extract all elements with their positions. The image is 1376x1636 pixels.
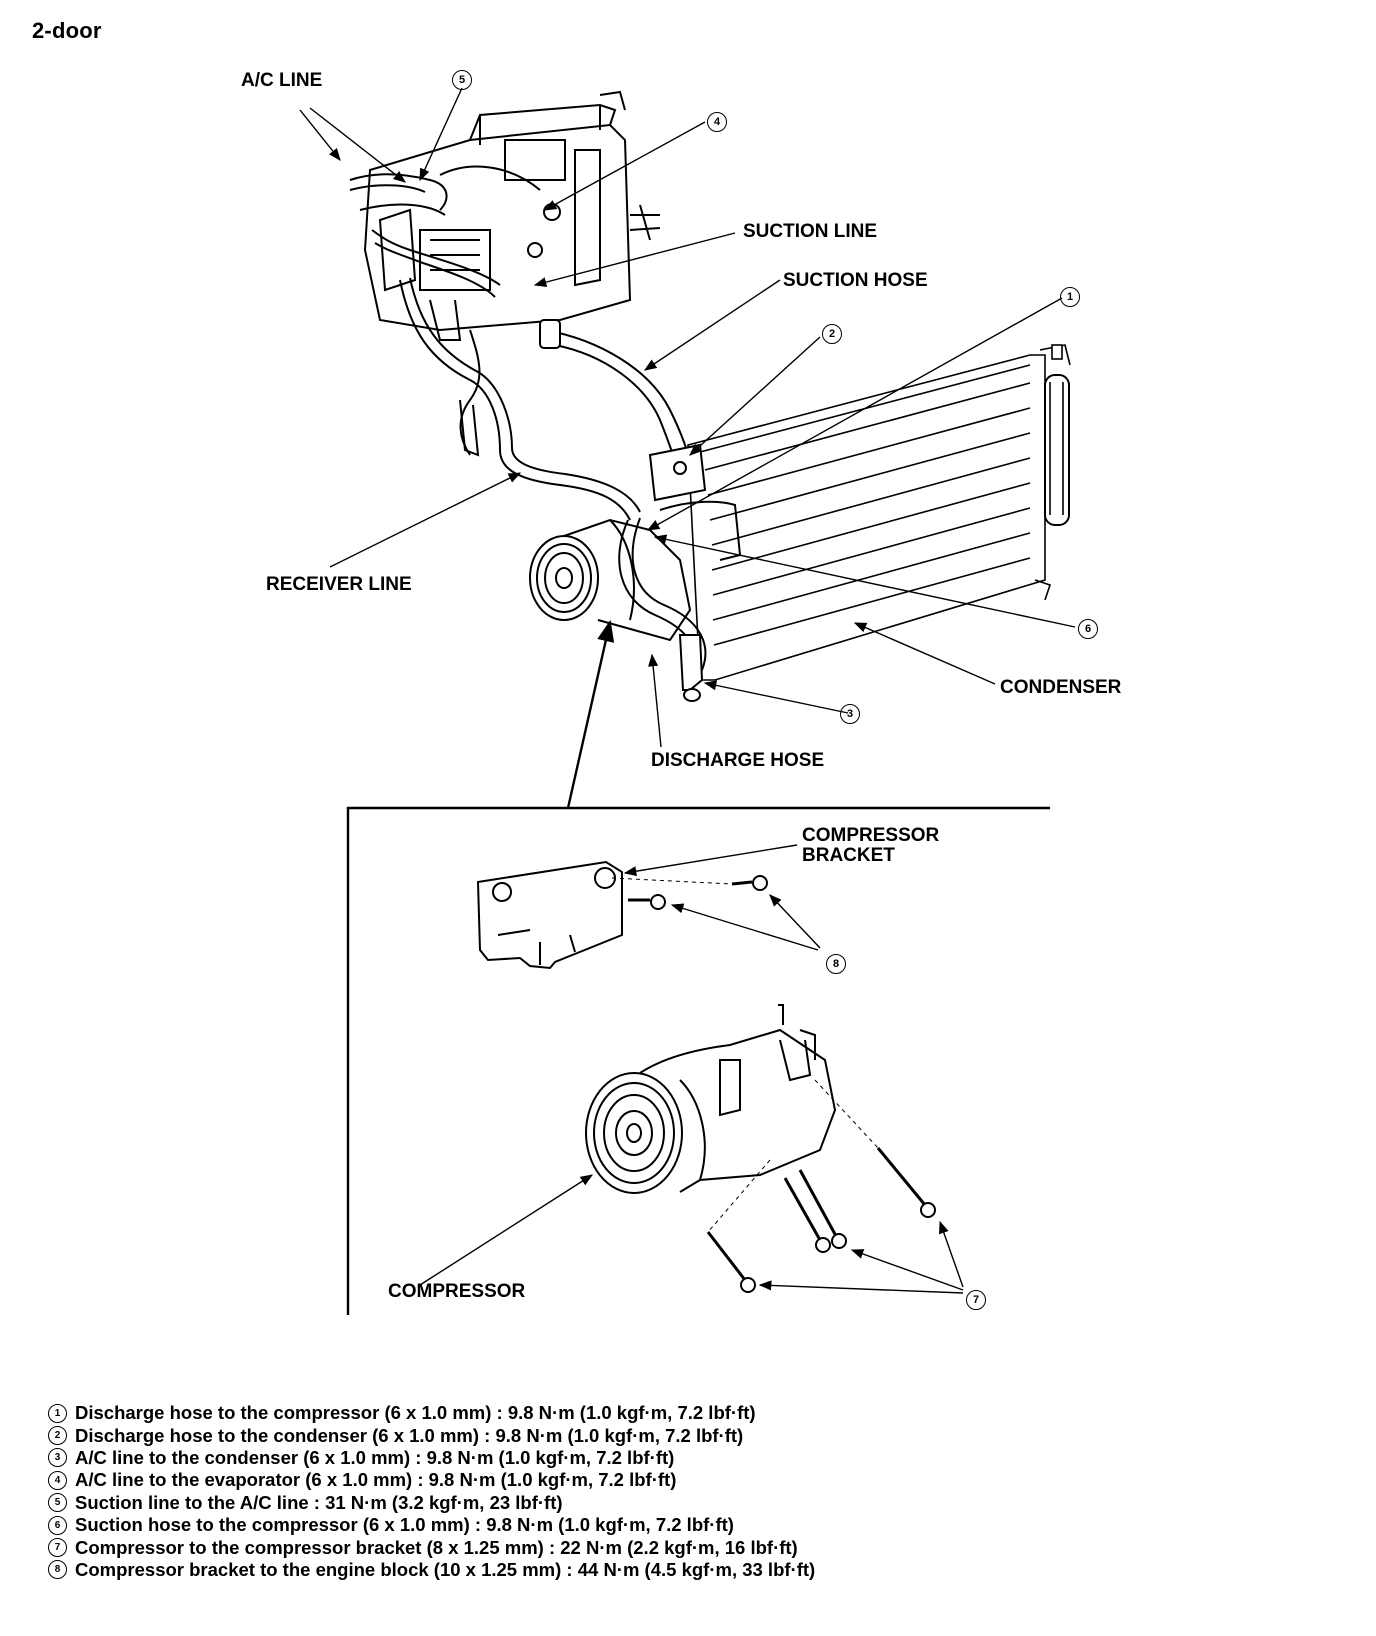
callout-3: 3 (840, 704, 860, 724)
detail-inset-frame (346, 806, 1050, 1315)
condenser (687, 344, 1071, 681)
label-compressor-bracket-line1: COMPRESSOR (802, 825, 940, 846)
legend-text: A/C line to the condenser (6 x 1.0 mm) :… (75, 1446, 675, 1468)
legend-number: 2 (48, 1426, 67, 1446)
page-title: 2-door (32, 18, 102, 43)
callout-4: 4 (707, 112, 727, 132)
callout-6: 6 (1078, 619, 1098, 639)
compressor-bracket (476, 860, 768, 970)
compressor-installed (529, 518, 692, 642)
legend-number: 4 (48, 1470, 67, 1490)
label-compressor-bracket-line2: BRACKET (802, 845, 895, 866)
callout-2: 2 (822, 324, 842, 344)
receiver-line-pipe (399, 277, 641, 521)
callout-7: 7 (966, 1290, 986, 1310)
label-condenser: CONDENSER (1000, 677, 1122, 698)
callout-8: 8 (826, 954, 846, 974)
legend-number: 7 (48, 1538, 67, 1558)
legend-row: 1 Discharge hose to the compressor (6 x … (48, 1402, 1338, 1424)
legend-row: 6 Suction hose to the compressor (6 x 1.… (48, 1514, 1338, 1536)
label-suction-line: SUCTION LINE (743, 221, 878, 242)
callout-5: 5 (452, 70, 472, 90)
label-suction-hose: SUCTION HOSE (783, 270, 928, 291)
label-ac-line: A/C LINE (241, 70, 323, 91)
inset-leader-lines (419, 844, 964, 1294)
label-discharge-hose: DISCHARGE HOSE (651, 750, 825, 771)
legend-text: Compressor to the compressor bracket (8 … (75, 1536, 798, 1558)
legend-number: 1 (48, 1403, 67, 1423)
upper-leader-lines (299, 87, 1076, 809)
callout-1: 1 (1060, 287, 1080, 307)
label-compressor: COMPRESSOR (388, 1281, 526, 1302)
legend-row: 5 Suction line to the A/C line : 31 N·m … (48, 1492, 1338, 1514)
label-receiver-line: RECEIVER LINE (266, 574, 412, 595)
discharge-hose (618, 443, 742, 702)
legend-text: Compressor bracket to the engine block (… (75, 1558, 816, 1580)
ac-lines-evaporator (349, 165, 541, 298)
compressor-exploded (585, 1004, 936, 1293)
legend-number: 3 (48, 1448, 67, 1468)
torque-legend: 1 Discharge hose to the compressor (6 x … (48, 1402, 1338, 1581)
legend-row: 3 A/C line to the condenser (6 x 1.0 mm)… (48, 1447, 1338, 1469)
evaporator-unit (363, 90, 661, 341)
legend-text: Discharge hose to the compressor (6 x 1.… (75, 1402, 756, 1424)
legend-text: Suction hose to the compressor (6 x 1.0 … (75, 1514, 734, 1536)
legend-number: 6 (48, 1515, 67, 1535)
legend-text: Discharge hose to the condenser (6 x 1.0… (75, 1424, 744, 1446)
legend-text: A/C line to the evaporator (6 x 1.0 mm) … (75, 1469, 677, 1491)
legend-row: 2 Discharge hose to the condenser (6 x 1… (48, 1424, 1338, 1446)
suction-hose (539, 319, 693, 473)
legend-number: 5 (48, 1493, 67, 1513)
legend-number: 8 (48, 1560, 67, 1580)
legend-row: 4 A/C line to the evaporator (6 x 1.0 mm… (48, 1469, 1338, 1491)
legend-row: 7 Compressor to the compressor bracket (… (48, 1536, 1338, 1558)
legend-row: 8 Compressor bracket to the engine block… (48, 1559, 1338, 1581)
legend-text: Suction line to the A/C line : 31 N·m (3… (75, 1491, 563, 1513)
